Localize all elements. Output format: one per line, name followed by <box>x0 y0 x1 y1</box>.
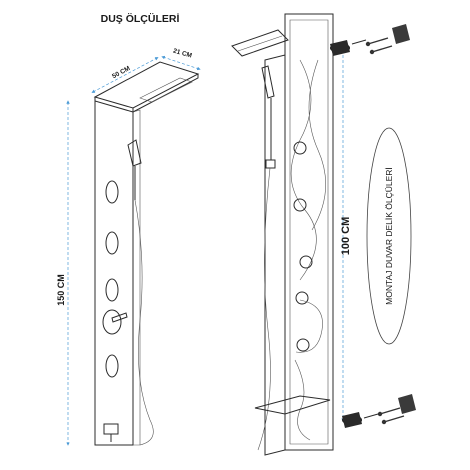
rain-head-side <box>231 29 289 57</box>
tub-spout-icon <box>103 423 119 442</box>
rain-head-top <box>93 61 200 109</box>
mixer-knob-icon <box>102 309 128 335</box>
wall-plate-icon <box>398 394 416 414</box>
internal-piping <box>290 59 326 441</box>
hand-shower-side-icon <box>257 65 276 451</box>
wall-screw-icon <box>365 37 393 55</box>
top-mounting-bracket <box>330 24 410 56</box>
depth-dimension: 21 CM <box>161 48 201 71</box>
wall-screw-icon <box>377 407 405 425</box>
body-jet-icon <box>105 354 119 378</box>
hand-shower-icon <box>127 139 154 446</box>
depth-label: 21 CM <box>172 48 192 60</box>
mount-spacing-dimension: 100 CM <box>340 48 352 422</box>
body-jet-icon <box>105 231 119 255</box>
panel-column <box>94 101 134 446</box>
mount-spacing-label: 100 CM <box>340 217 352 256</box>
bottom-mounting-bracket <box>342 394 416 428</box>
width-dimension: 50 CM <box>91 57 159 93</box>
mount-label-oval <box>366 127 412 345</box>
mount-label-group: MONTAJ DUVAR DELİK ÖLÇÜLERİ <box>366 127 412 345</box>
height-label: 150 CM <box>56 274 66 306</box>
width-label: 50 CM <box>111 65 131 80</box>
right-shower-panel <box>231 13 334 456</box>
diagram-title: DUŞ ÖLÇÜLERİ <box>101 12 180 25</box>
rain-head-nozzles <box>139 77 193 103</box>
body-jet-icon <box>105 278 119 302</box>
panel-shelf <box>254 395 331 415</box>
panel-frame <box>284 13 334 451</box>
left-shower-panel <box>93 61 200 446</box>
body-jet-icon <box>105 180 119 204</box>
mount-label: MONTAJ DUVAR DELİK ÖLÇÜLERİ <box>384 167 394 305</box>
height-dimension: 150 CM <box>56 100 70 446</box>
wall-plate-icon <box>392 24 410 44</box>
